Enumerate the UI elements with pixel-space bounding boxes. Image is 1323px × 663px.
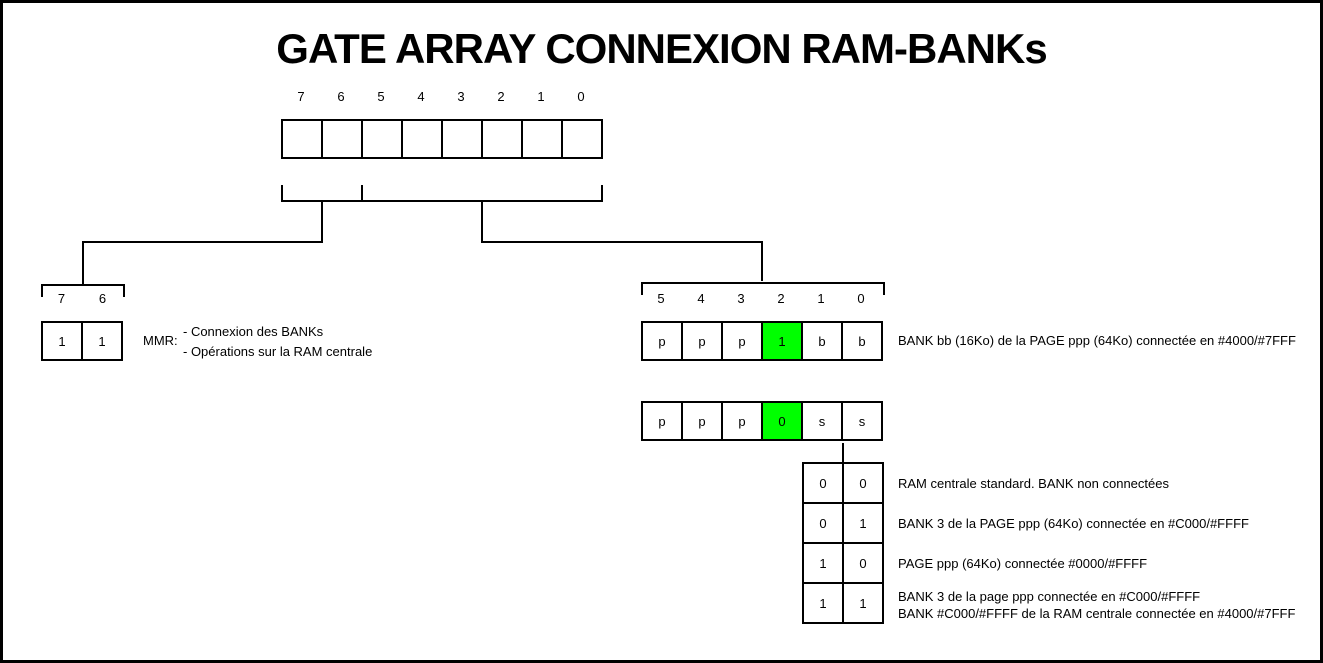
description-line: PAGE ppp (64Ko) connectée #0000/#FFFF — [898, 555, 1148, 571]
mmr-register-cell: 1 — [58, 333, 66, 349]
mmr-register-cell: 1 — [81, 323, 121, 359]
mmr-notes: - Connexion des BANKs - Opérations sur l… — [183, 322, 372, 362]
bracket-tick-middle — [361, 185, 363, 201]
table-row: 0 0 — [804, 464, 882, 502]
right-branch-drop-2 — [761, 243, 763, 281]
page-title: GATE ARRAY CONNEXION RAM-BANKs — [276, 25, 1047, 72]
right-branch-drop — [481, 202, 483, 243]
ss-connector-line — [842, 443, 844, 463]
bank-register-cell: b — [801, 323, 841, 359]
description-line: RAM centrale standard. BANK non connecté… — [898, 475, 1169, 491]
table-cell: 0 — [842, 464, 882, 502]
standard-register-cell: s — [801, 403, 841, 439]
table-row-description: BANK 3 de la page ppp connectée en #C000… — [898, 585, 1295, 625]
bracket-horizontal — [281, 200, 603, 202]
bit-label: 6 — [98, 291, 107, 306]
left-branch-drop — [321, 202, 323, 243]
main-register-cell — [401, 121, 441, 157]
main-register-cell — [361, 121, 401, 157]
bank-register-note: BANK bb (16Ko) de la PAGE ppp (64Ko) con… — [898, 333, 1296, 348]
bank-bracket-horizontal — [641, 282, 885, 284]
standard-register-cell: s — [841, 403, 881, 439]
bit-label: 0 — [857, 291, 865, 306]
bit-label: 3 — [737, 291, 745, 306]
right-branch-horizontal — [481, 241, 763, 243]
table-cell: 1 — [819, 595, 827, 611]
table-cell: 1 — [819, 555, 827, 571]
bank-bracket-tick-left — [641, 284, 643, 295]
bit-label: 1 — [817, 291, 825, 306]
standard-register-cell: p — [721, 403, 761, 439]
bit-label: 5 — [377, 89, 385, 104]
bank-register-cell: p — [721, 323, 761, 359]
main-register-cell — [561, 121, 601, 157]
bank-bit-labels: 5 4 3 2 1 0 — [641, 291, 883, 306]
bit-label: 6 — [337, 89, 345, 104]
bank-register-cell: b — [841, 323, 881, 359]
mmr-register: 1 1 — [41, 321, 123, 361]
mmr-note-line: - Opérations sur la RAM centrale — [183, 344, 373, 359]
main-register-cell — [321, 121, 361, 157]
bank-register-cell-highlighted: 1 — [761, 323, 801, 359]
description-line: BANK 3 de la page ppp connectée en #C000… — [898, 589, 1201, 604]
main-register-cell — [521, 121, 561, 157]
main-register-cell — [283, 121, 321, 157]
bit-label: 2 — [497, 89, 505, 104]
standard-register-cell-highlighted: 0 — [761, 403, 801, 439]
standard-register-cell: p — [658, 413, 666, 429]
bit-label: 4 — [697, 291, 705, 306]
main-register-bit-labels: 7 6 5 4 3 2 1 0 — [281, 89, 603, 104]
mmr-bracket-tick-right — [123, 286, 125, 297]
table-row: 1 1 — [804, 582, 882, 622]
main-register-cell — [441, 121, 481, 157]
main-register — [281, 119, 603, 159]
bit-label: 0 — [577, 89, 585, 104]
bit-label: 1 — [537, 89, 545, 104]
mmr-bit-labels: 7 6 — [41, 291, 123, 306]
bit-label: 7 — [297, 89, 305, 104]
bit-label: 5 — [657, 291, 665, 306]
bit-label: 3 — [457, 89, 465, 104]
table-row-description: PAGE ppp (64Ko) connectée #0000/#FFFF — [898, 543, 1147, 583]
description-line: BANK #C000/#FFFF de la RAM centrale conn… — [898, 606, 1296, 621]
ss-table: 0 0 0 1 1 0 1 1 — [802, 462, 884, 624]
table-cell: 0 — [819, 475, 827, 491]
table-row: 1 0 — [804, 542, 882, 582]
bank-register-cell: p — [658, 333, 666, 349]
table-cell: 0 — [842, 544, 882, 582]
bank-register-cell: p — [681, 323, 721, 359]
description-line: BANK 3 de la PAGE ppp (64Ko) connectée e… — [898, 515, 1249, 531]
standard-register: p p p 0 s s — [641, 401, 883, 441]
table-row: 0 1 — [804, 502, 882, 542]
bit-label: 2 — [777, 291, 785, 306]
table-row-description: BANK 3 de la PAGE ppp (64Ko) connectée e… — [898, 503, 1249, 543]
bank-register: p p p 1 b b — [641, 321, 883, 361]
bit-label: 4 — [417, 89, 425, 104]
standard-register-cell: p — [681, 403, 721, 439]
mmr-note-line: - Connexion des BANKs — [183, 324, 324, 339]
mmr-bracket-horizontal — [41, 284, 125, 286]
table-cell: 1 — [842, 584, 882, 622]
table-cell: 1 — [842, 504, 882, 542]
bracket-tick-left — [281, 185, 283, 201]
mmr-bracket-tick-left — [41, 286, 43, 297]
table-row-description: RAM centrale standard. BANK non connecté… — [898, 463, 1169, 503]
left-branch-drop-2 — [82, 243, 84, 284]
bracket-tick-right — [601, 185, 603, 201]
table-cell: 0 — [819, 515, 827, 531]
bank-bracket-tick-right — [883, 284, 885, 295]
left-branch-horizontal — [82, 241, 323, 243]
bit-label: 7 — [57, 291, 66, 306]
main-register-cell — [481, 121, 521, 157]
mmr-label: MMR: — [143, 333, 178, 348]
